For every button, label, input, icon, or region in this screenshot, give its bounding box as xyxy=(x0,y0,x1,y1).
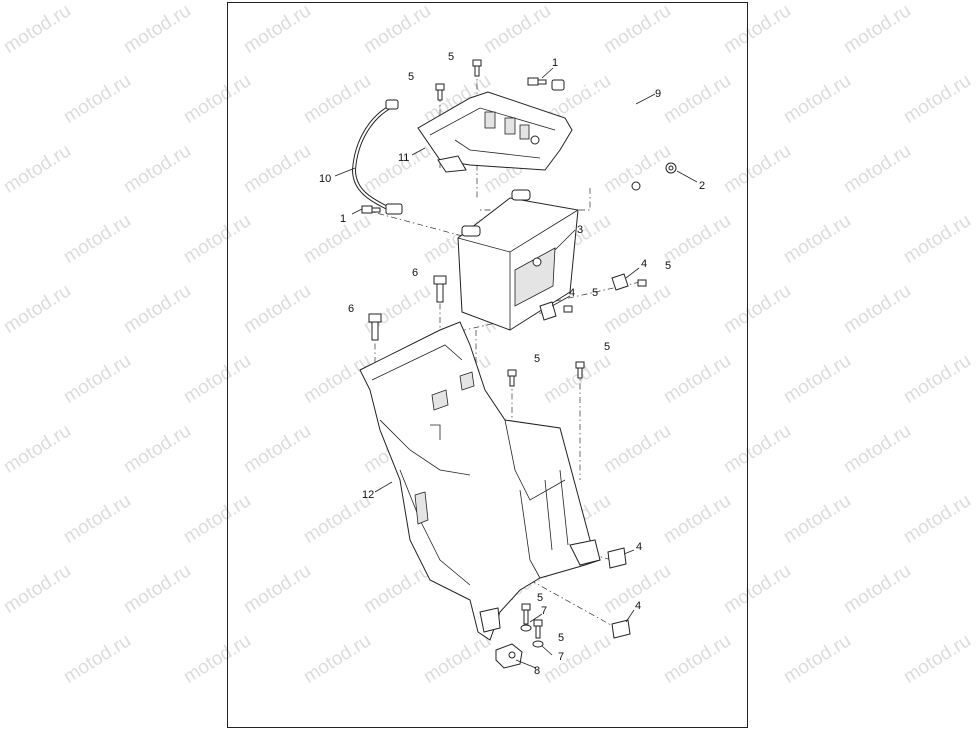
terminal-bolts-part-1 xyxy=(361,77,547,214)
callout-9: 9 xyxy=(655,88,661,100)
callout-labels: 1 1 2 3 4 4 4 4 5 5 5 5 5 5 5 5 6 6 7 7 … xyxy=(319,51,705,677)
leader-lines xyxy=(334,67,698,669)
callout-5-box-left: 5 xyxy=(534,353,540,365)
nut-part-2 xyxy=(665,162,677,174)
callout-4-right-top: 4 xyxy=(641,258,647,270)
callout-3: 3 xyxy=(577,224,583,236)
battery-cable-part-9 xyxy=(551,79,641,191)
callout-8: 8 xyxy=(534,665,540,677)
screws-part-5 xyxy=(435,59,647,639)
callout-10: 10 xyxy=(319,173,331,185)
callout-4-battery: 4 xyxy=(569,287,575,299)
clip-nuts-part-4 xyxy=(539,273,631,639)
callout-4-bottom: 4 xyxy=(635,600,641,612)
callout-5-battery: 5 xyxy=(592,287,598,299)
callout-11: 11 xyxy=(398,152,409,164)
battery-box-part-12 xyxy=(359,321,601,641)
bolts-part-6 xyxy=(368,275,447,341)
callout-6-right: 6 xyxy=(412,267,418,279)
callout-7-upper: 7 xyxy=(541,605,547,617)
callout-6-left: 6 xyxy=(348,303,354,315)
callout-5-bottom-right: 5 xyxy=(558,632,564,644)
callout-5-top: 5 xyxy=(448,51,454,63)
diagram-frame xyxy=(227,2,748,728)
callout-7-lower: 7 xyxy=(558,651,564,663)
battery-cover-part-11 xyxy=(417,91,573,173)
washers-part-7 xyxy=(520,624,544,648)
callout-1-upper: 1 xyxy=(552,57,558,69)
bracket-part-8 xyxy=(495,643,523,669)
callout-5-box-right: 5 xyxy=(604,341,610,353)
callout-5-cover: 5 xyxy=(408,71,414,83)
callout-4-box: 4 xyxy=(636,541,642,553)
callout-2: 2 xyxy=(699,180,705,192)
callout-5-right: 5 xyxy=(665,260,671,272)
callout-5-bottom-left: 5 xyxy=(537,592,543,604)
battery-cable-part-10 xyxy=(351,99,403,215)
callout-1-lower: 1 xyxy=(340,213,346,225)
callout-12: 12 xyxy=(362,489,374,501)
battery-part-3 xyxy=(457,189,579,331)
